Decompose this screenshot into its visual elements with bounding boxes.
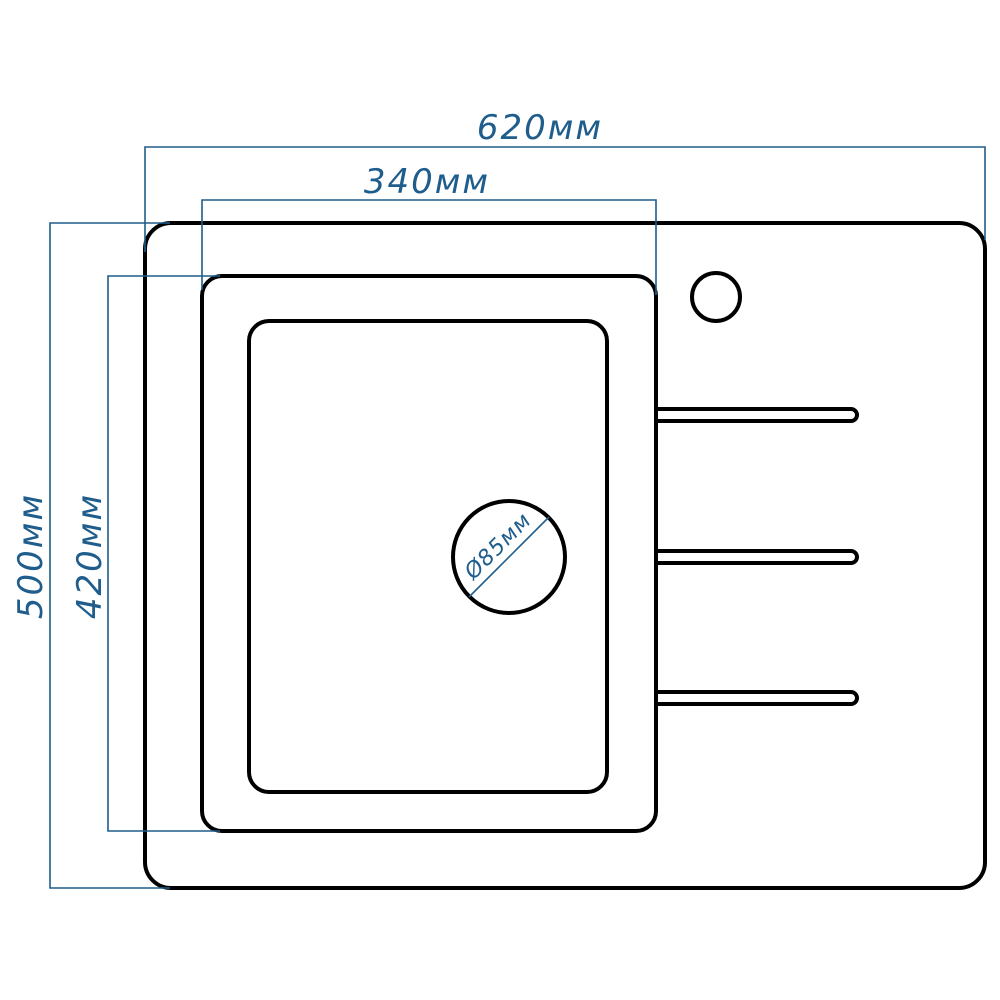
sink-outline — [143, 221, 987, 890]
drainer-groove-middle — [656, 549, 859, 565]
dimension-line-total-width — [144, 146, 986, 252]
dimension-line-bowl-width — [201, 199, 657, 295]
bowl-rim — [200, 274, 658, 833]
dimension-line-total-depth — [49, 222, 170, 889]
drainer-groove-top — [656, 407, 859, 423]
dimension-line-bowl-depth — [107, 275, 220, 832]
dimension-lines — [49, 146, 986, 889]
label-drain-diameter: Ø85мм — [459, 508, 536, 585]
sink-countertop — [143, 221, 987, 890]
drain-hole — [451, 499, 567, 615]
drainer-grooves — [656, 407, 859, 706]
label-total-width: 620мм — [477, 108, 603, 148]
bowl-basin — [247, 319, 609, 794]
drainer-groove-bottom — [656, 690, 859, 706]
label-total-depth: 500мм — [11, 493, 51, 619]
dimension-labels: 620мм 340мм 500мм 420мм Ø85мм — [11, 108, 603, 619]
label-bowl-depth: 420мм — [70, 493, 110, 619]
label-bowl-width: 340мм — [364, 162, 490, 202]
dimension-line-drain-diameter — [468, 516, 550, 598]
faucet-hole — [690, 271, 742, 323]
